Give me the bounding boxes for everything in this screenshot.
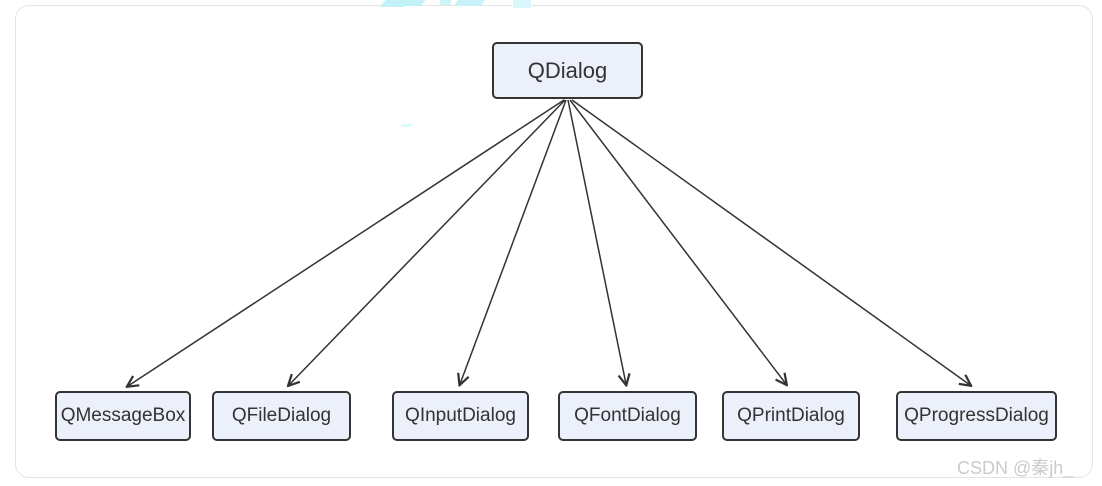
node-qinputdialog: QInputDialog — [392, 391, 529, 441]
highlight-artifact — [440, 0, 451, 5]
highlight-artifact — [513, 0, 531, 8]
node-qprintdialog: QPrintDialog — [722, 391, 860, 441]
node-qfiledialog: QFileDialog — [212, 391, 351, 441]
node-qprogressdialog: QProgressDialog — [896, 391, 1057, 441]
node-qmessagebox: QMessageBox — [55, 391, 191, 441]
node-qfontdialog: QFontDialog — [558, 391, 697, 441]
watermark: CSDN @秦jh_ — [957, 458, 1074, 478]
highlight-artifact — [401, 124, 412, 127]
highlight-artifact — [454, 0, 485, 6]
node-qdialog: QDialog — [492, 42, 643, 99]
